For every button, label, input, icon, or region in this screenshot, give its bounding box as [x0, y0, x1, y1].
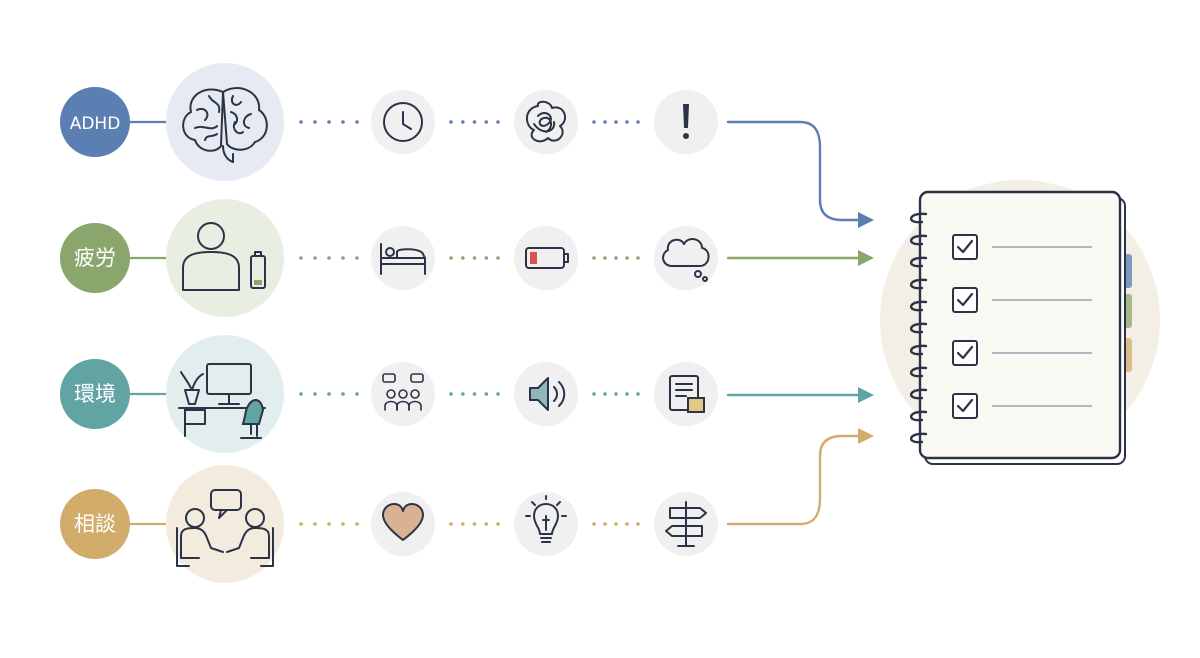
category-badge — [60, 87, 130, 157]
spiral-ring — [910, 410, 928, 422]
icon-circle — [514, 226, 578, 290]
checklist-notebook-icon — [880, 180, 1160, 465]
bed-icon — [380, 243, 426, 275]
dotted-connector — [299, 120, 359, 124]
dotted-connector — [449, 392, 500, 396]
check-icon — [956, 398, 974, 413]
dotted-connector — [299, 256, 359, 260]
category-label: 相談 — [74, 512, 116, 536]
checkbox — [952, 393, 978, 419]
flow-row: ADHD — [60, 63, 718, 181]
checklist-row — [952, 287, 1092, 313]
spiral-ring — [910, 300, 928, 312]
category-badge — [60, 359, 130, 429]
spiral-ring — [910, 432, 928, 444]
speaker-loud-icon — [529, 377, 566, 411]
desk-workspace-icon — [178, 363, 266, 439]
category-badge — [60, 489, 130, 559]
dotted-connector — [299, 522, 359, 526]
dotted-connector — [299, 392, 359, 396]
spiral-ring — [910, 278, 928, 290]
thought-cloud-icon — [662, 238, 710, 282]
checkbox — [952, 340, 978, 366]
person-low-battery-icon — [182, 222, 266, 291]
dotted-connector — [592, 392, 640, 396]
illustration-circle — [166, 199, 284, 317]
flow-arrow — [726, 387, 874, 403]
checklist-row — [952, 340, 1092, 366]
notebook-page — [918, 190, 1122, 460]
flow-arrow — [726, 250, 874, 266]
spiral-ring — [910, 234, 928, 246]
flow-arrow — [726, 120, 874, 228]
spiral-ring — [910, 212, 928, 224]
check-icon — [956, 239, 974, 254]
dotted-connector — [449, 522, 500, 526]
spiral-ring — [910, 344, 928, 356]
check-icon — [956, 345, 974, 360]
icon-circle — [654, 362, 718, 426]
flow-row: 環境 — [60, 335, 718, 453]
spiral-ring — [910, 322, 928, 334]
exclamation-icon — [683, 104, 689, 139]
signpost-icon — [665, 501, 707, 547]
lightbulb-icon — [525, 495, 567, 543]
icon-circle — [371, 362, 435, 426]
flow-row: 相談 — [60, 465, 718, 583]
checkbox — [952, 234, 978, 260]
document-note-icon — [669, 375, 705, 413]
two-people-talking-icon — [176, 489, 274, 567]
category-label: ADHD — [70, 114, 121, 134]
checklist-row — [952, 393, 1092, 419]
clock-icon — [383, 102, 423, 142]
dotted-connector — [449, 120, 500, 124]
dotted-connector — [592, 256, 640, 260]
check-icon — [956, 292, 974, 307]
heart-icon — [382, 503, 424, 541]
spiral-ring — [910, 366, 928, 378]
flow-row: 疲労 — [60, 199, 718, 317]
spiral-ring — [910, 256, 928, 268]
category-label: 環境 — [74, 382, 116, 406]
checkbox — [952, 287, 978, 313]
brain-icon — [182, 87, 268, 163]
icon-circle — [514, 90, 578, 154]
dotted-connector — [449, 256, 500, 260]
checklist-row — [952, 234, 1092, 260]
category-label: 疲労 — [74, 246, 116, 270]
tangled-thought-icon — [526, 100, 567, 143]
category-badge — [60, 223, 130, 293]
flow-arrow — [726, 428, 874, 526]
dotted-connector — [592, 522, 640, 526]
low-battery-icon — [525, 247, 569, 269]
spiral-ring — [910, 388, 928, 400]
dotted-connector — [592, 120, 640, 124]
crowd-chatter-icon — [382, 373, 424, 411]
illustration-circle — [166, 465, 284, 583]
